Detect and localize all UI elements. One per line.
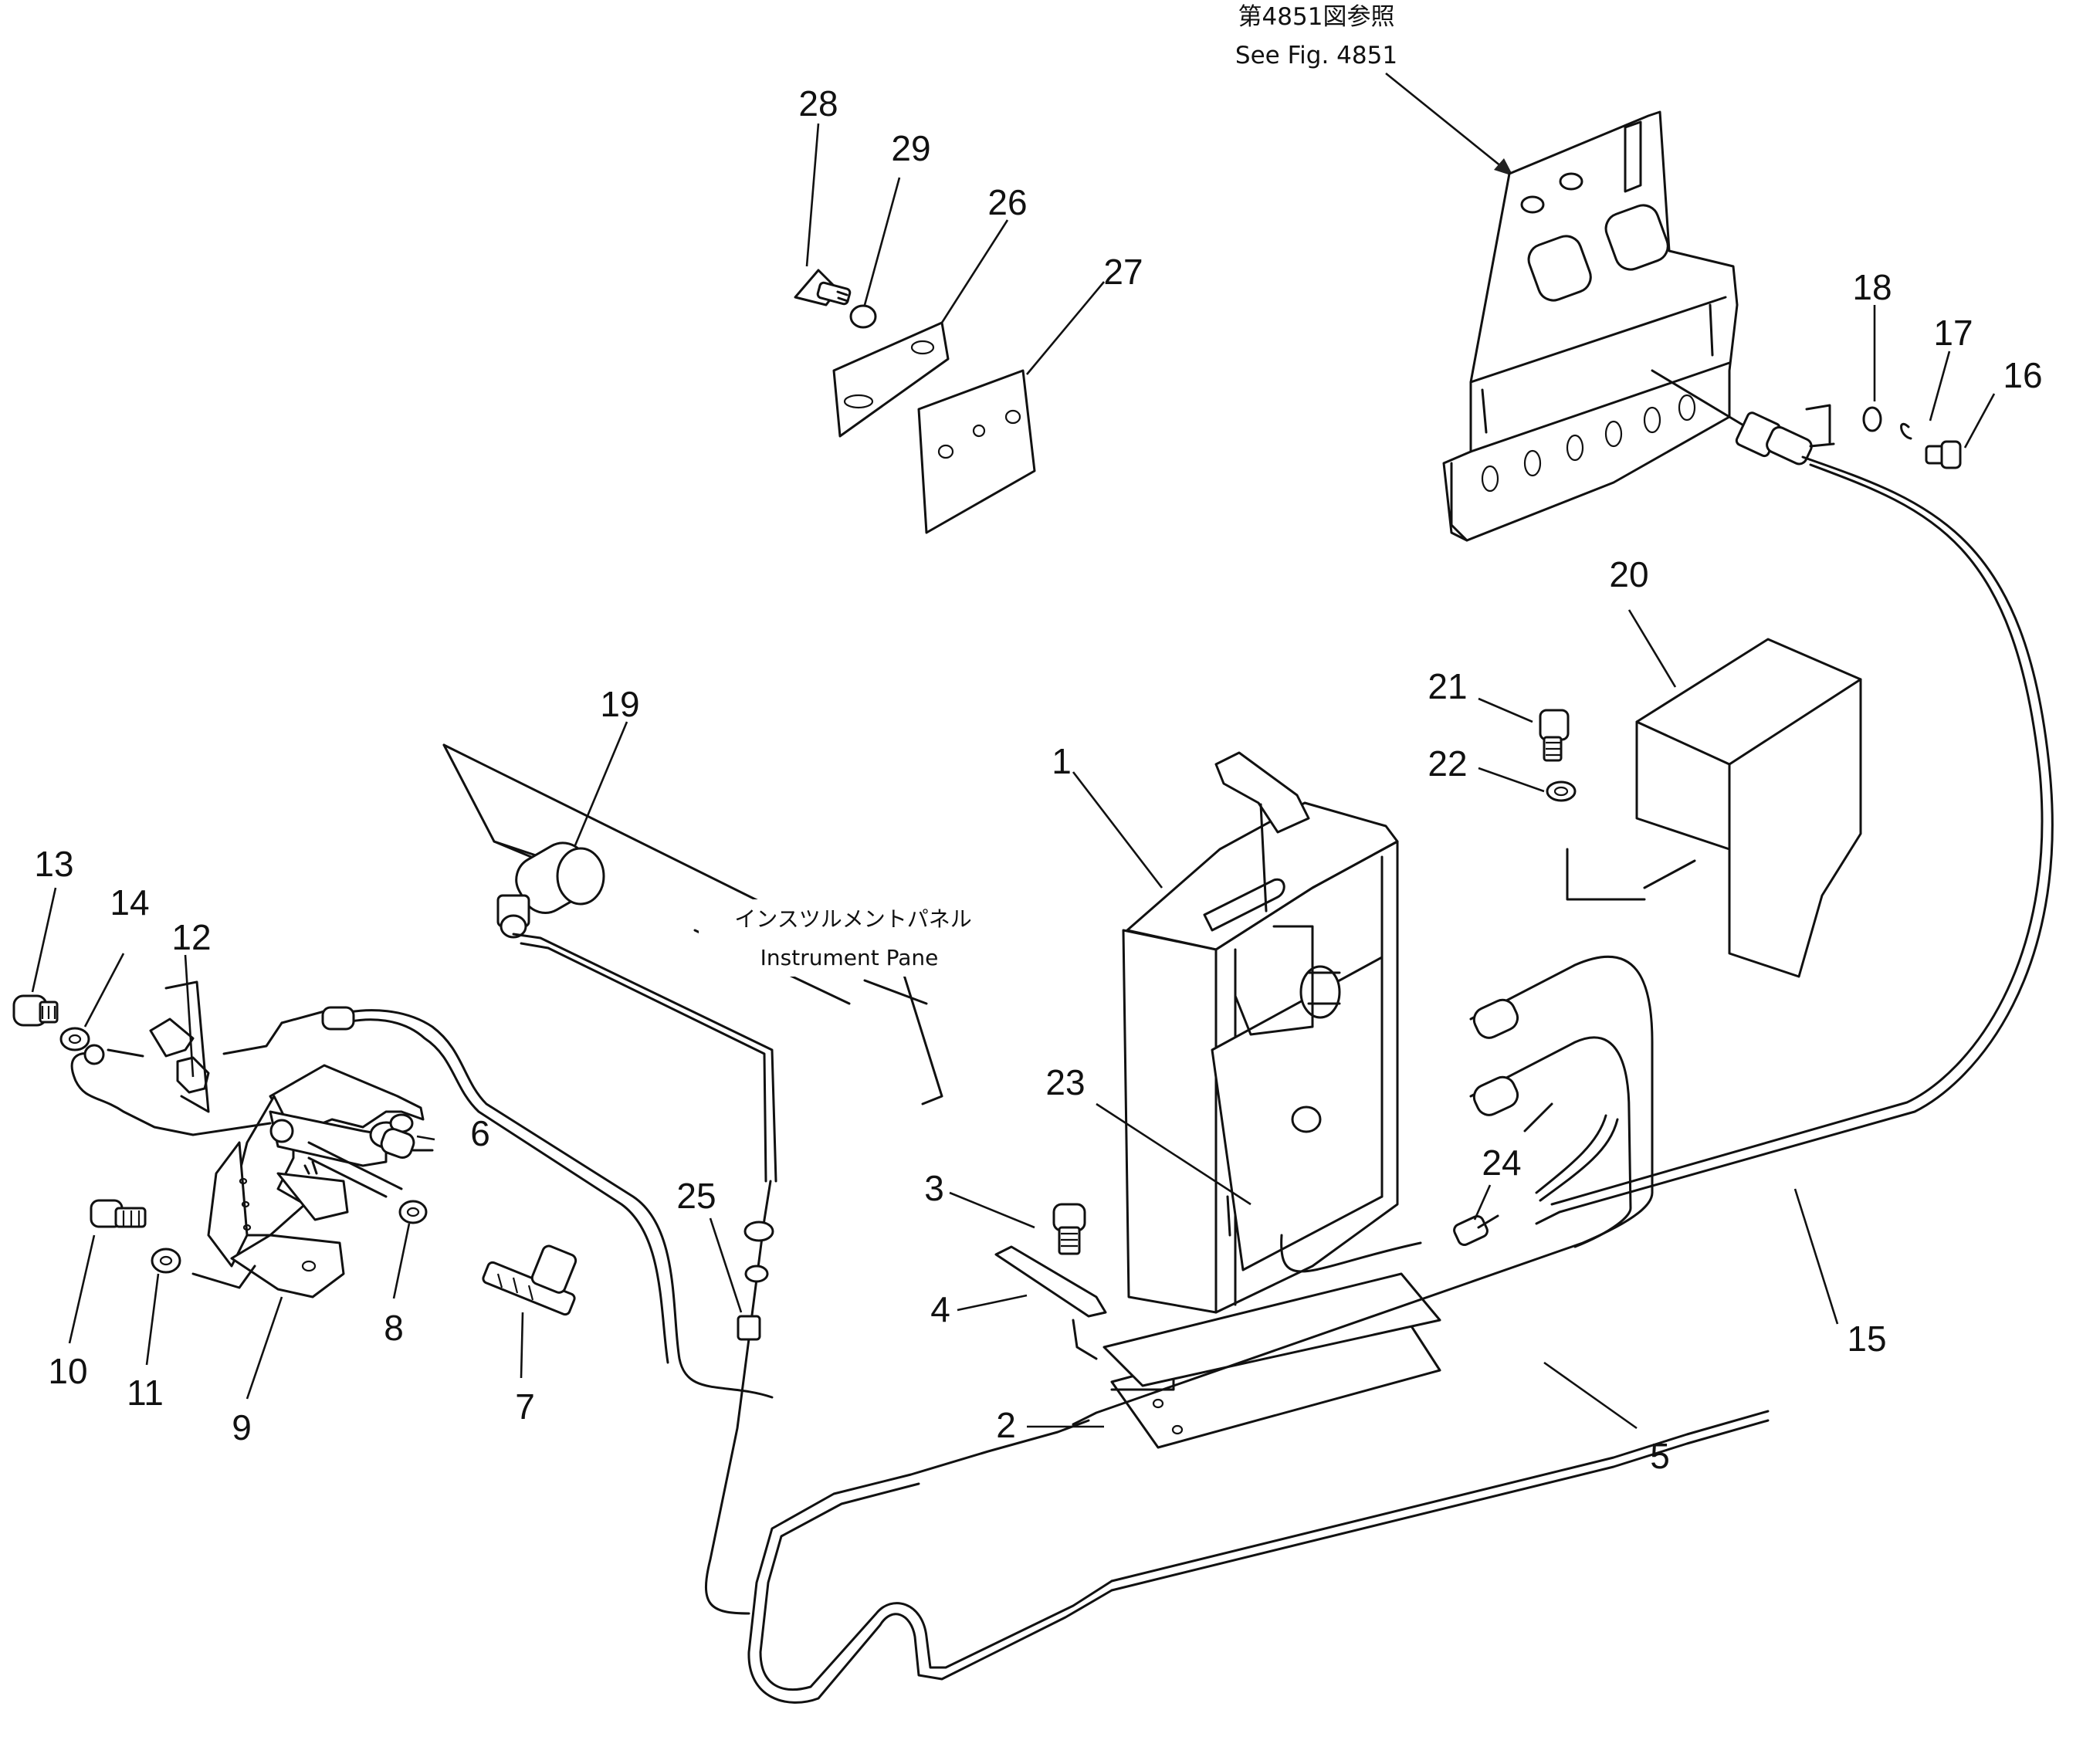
reference-note-en: See Fig. 4851: [1235, 42, 1397, 69]
callout-26: 26: [987, 182, 1027, 222]
callout-28: 28: [798, 83, 838, 124]
cable-25: [704, 1180, 774, 1615]
callout-labels: 1 2 3 4 5 6 7 8 9 10 11 12 13 14 15 16 1…: [34, 83, 2042, 1476]
callout-5: 5: [1650, 1436, 1670, 1476]
instrument-panel-assembly: [442, 743, 943, 1183]
callout-25: 25: [676, 1176, 716, 1216]
callout-14: 14: [110, 882, 149, 923]
callout-6: 6: [470, 1113, 490, 1153]
callout-29: 29: [891, 128, 930, 168]
callout-13: 13: [34, 844, 73, 884]
instrument-panel-note: インスツルメントパネル Instrument Pane: [699, 899, 1008, 977]
cable-15: [1535, 455, 2054, 1225]
callout-27: 27: [1103, 252, 1143, 292]
instrument-panel-label-jp: インスツルメントパネル: [734, 906, 971, 932]
callout-7: 7: [515, 1386, 535, 1427]
bracket-group-26-27: [794, 269, 1036, 534]
callout-1: 1: [1052, 741, 1072, 781]
reference-leader: [1385, 72, 1514, 178]
callout-10: 10: [48, 1351, 87, 1391]
clamp-4-bolt-3: [994, 1203, 1107, 1360]
callout-24: 24: [1482, 1143, 1521, 1183]
callout-12: 12: [171, 917, 211, 957]
front-panel-assembly: [1442, 110, 1739, 542]
callout-2: 2: [996, 1405, 1016, 1445]
instrument-panel-label-en: Instrument Pane: [760, 945, 939, 970]
reference-note: 第4851図参照 See Fig. 4851: [1235, 3, 1514, 178]
callout-17: 17: [1933, 313, 1973, 353]
callout-23: 23: [1045, 1062, 1085, 1102]
callout-8: 8: [384, 1308, 404, 1348]
callout-22: 22: [1428, 743, 1467, 784]
callout-leaders: [31, 123, 1996, 1430]
lever-box-1: [1102, 751, 1441, 1449]
callout-21: 21: [1428, 666, 1467, 706]
callout-19: 19: [600, 684, 639, 724]
callout-4: 4: [930, 1289, 950, 1329]
cover-20: [1539, 638, 1862, 978]
cable-5-and-hoses: [747, 955, 1770, 1704]
connector-group: [1651, 369, 1962, 469]
callout-15: 15: [1847, 1319, 1886, 1359]
reference-note-jp: 第4851図参照: [1238, 3, 1395, 31]
switch-assembly: [12, 980, 774, 1399]
callout-16: 16: [2003, 355, 2042, 395]
reference-arrowhead: [1494, 158, 1513, 176]
callout-3: 3: [924, 1168, 944, 1208]
callout-20: 20: [1609, 554, 1648, 594]
callout-18: 18: [1852, 267, 1892, 307]
callout-9: 9: [232, 1407, 252, 1447]
callout-11: 11: [127, 1373, 164, 1413]
